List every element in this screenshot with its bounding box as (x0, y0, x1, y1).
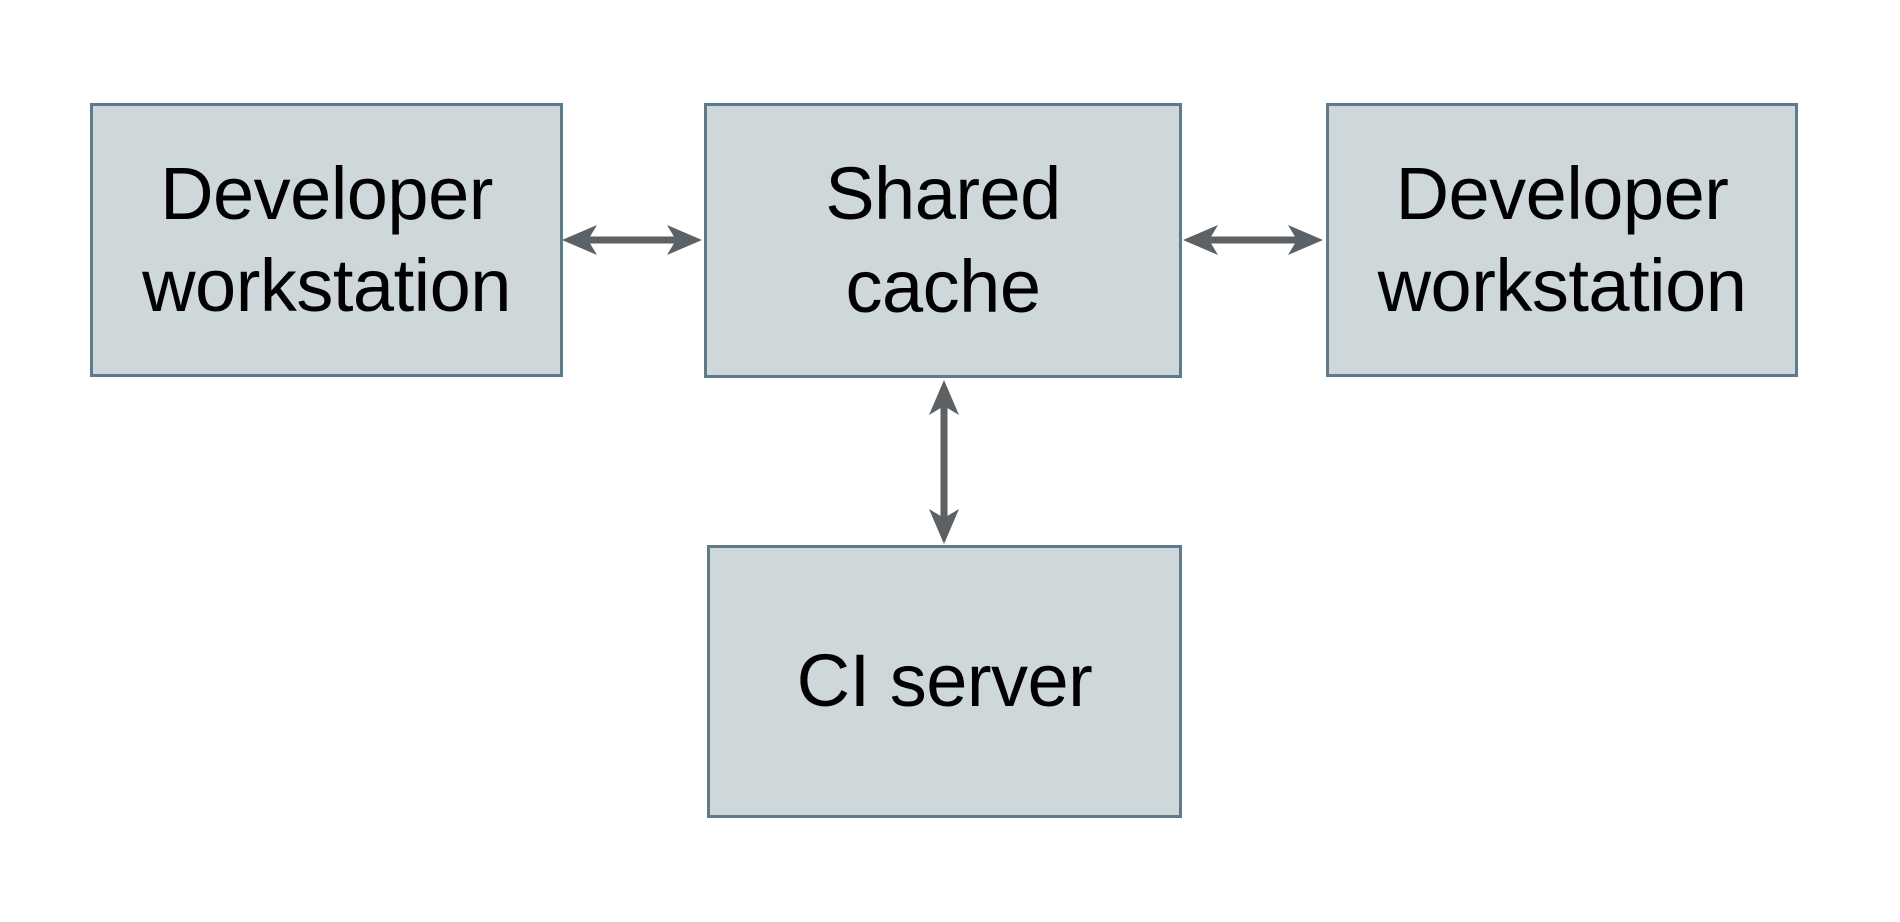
node-shared-cache: Shared cache (704, 103, 1182, 378)
node-label: CI server (796, 639, 1093, 723)
arrowhead (929, 380, 959, 415)
node-label: Shared cache (825, 152, 1061, 328)
arrowhead (929, 509, 959, 544)
arrowhead (1183, 225, 1218, 255)
node-developer-workstation-right: Developer workstation (1326, 103, 1798, 377)
arrowhead (667, 225, 702, 255)
arrowhead (562, 225, 597, 255)
arrow-shaft (585, 236, 679, 244)
bidirectional-arrow-shared-cache-to-ci-server (929, 380, 959, 544)
node-developer-workstation-left: Developer workstation (90, 103, 563, 377)
arrow-shaft (940, 403, 948, 521)
arrow-shaft (1206, 236, 1300, 244)
node-label: Developer workstation (142, 151, 511, 328)
bidirectional-arrow-dev-left-to-shared-cache (562, 225, 702, 255)
arrowhead (1288, 225, 1323, 255)
node-ci-server: CI server (707, 545, 1182, 818)
bidirectional-arrow-shared-cache-to-dev-right (1183, 225, 1323, 255)
node-label: Developer workstation (1377, 151, 1747, 328)
